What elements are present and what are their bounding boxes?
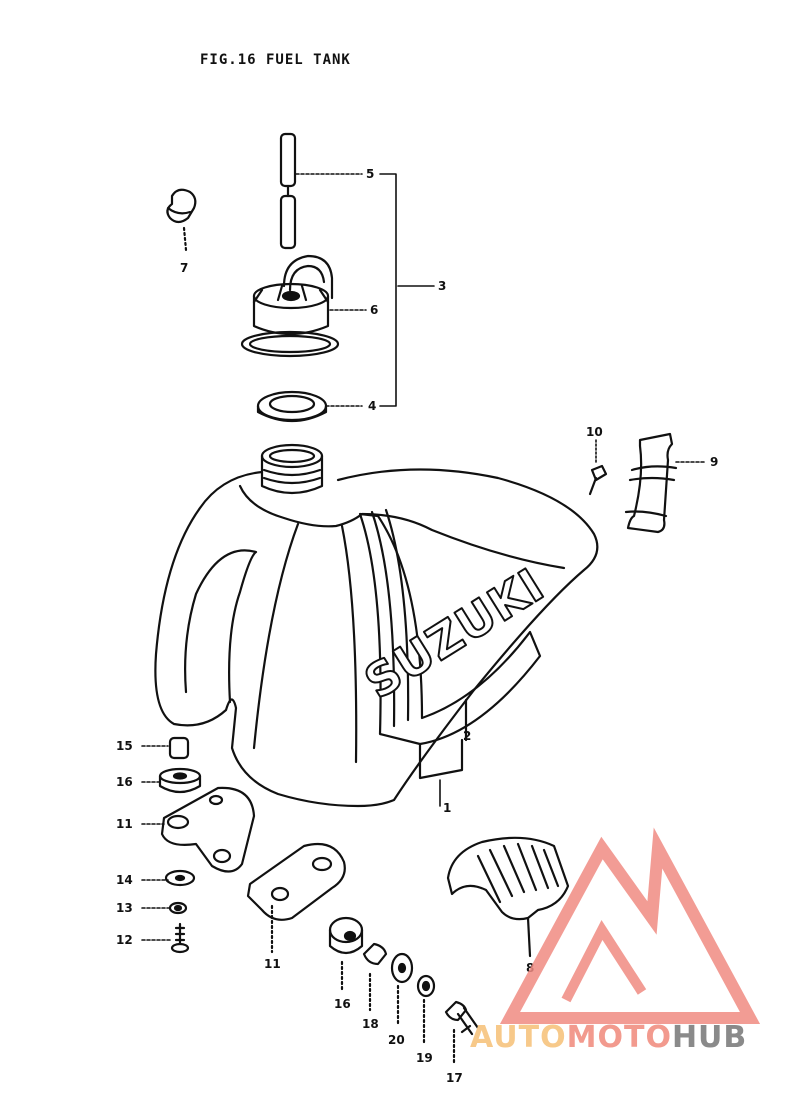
callout-15: 15: [116, 739, 133, 753]
watermark-part-auto: AUTO: [470, 1020, 567, 1055]
part-11-bracket-right: [246, 842, 346, 954]
part-17-bolt: [444, 1000, 480, 1066]
part-13-lock-washer: [168, 901, 188, 915]
part-12-bolt: [170, 922, 190, 954]
part-19-lock-washer: [416, 974, 436, 1046]
callout-7: 7: [180, 261, 188, 275]
part-6-fuel-cap: [240, 254, 340, 358]
figure-title: FIG.16 FUEL TANK: [200, 52, 351, 68]
part-20-washer: [390, 952, 414, 1026]
callout-2: 2: [463, 729, 471, 743]
suzuki-logo-text: SUZUKI: [355, 558, 553, 710]
part-14-washer: [164, 869, 196, 887]
callout-20: 20: [388, 1033, 405, 1047]
callout-14: 14: [116, 873, 133, 887]
callout-11-right: 11: [264, 957, 281, 971]
part-11-bracket-left: [160, 786, 256, 873]
watermark-text: AUTOMOTOHUB: [470, 1020, 747, 1055]
leader-lines: [141, 173, 707, 941]
callout-17: 17: [446, 1071, 463, 1085]
automotohub-logo-mark: [499, 827, 761, 1024]
callout-5: 5: [366, 167, 374, 181]
part-16-cushion-left: [158, 767, 202, 794]
part-15-collar: [168, 736, 190, 760]
callout-10: 10: [586, 425, 603, 439]
part-9-tank-strap: [624, 432, 678, 534]
callout-19: 19: [416, 1051, 433, 1065]
part-8-rubber-cover: [446, 836, 570, 958]
callout-12: 12: [116, 933, 133, 947]
watermark-part-hub: HUB: [671, 1020, 748, 1055]
part-18-collar: [362, 942, 388, 1012]
callout-4: 4: [368, 399, 376, 413]
part-5-breather-tube: [279, 132, 297, 250]
callout-18: 18: [362, 1017, 379, 1031]
callout-3: 3: [438, 279, 446, 293]
watermark-part-moto: MOTO: [566, 1020, 672, 1055]
callout-16-right: 16: [334, 997, 351, 1011]
part-16-cushion-right: [328, 916, 364, 992]
callout-labels: 1 2 3 4 5 6 7 8 9 10 11 11 12 13 14 15 1…: [116, 167, 718, 1085]
callout-6: 6: [370, 303, 378, 317]
part-1-fuel-tank: [154, 443, 599, 808]
callout-16-left: 16: [116, 775, 133, 789]
callout-13: 13: [116, 901, 133, 915]
callout-8: 8: [526, 961, 534, 975]
part-10-screw: [588, 464, 608, 496]
callout-9: 9: [710, 455, 718, 469]
part-7-hose-clamp: [166, 188, 197, 252]
callout-11-left: 11: [116, 817, 133, 831]
part-4-cap-gasket: [256, 390, 328, 422]
callout-1: 1: [443, 801, 451, 815]
